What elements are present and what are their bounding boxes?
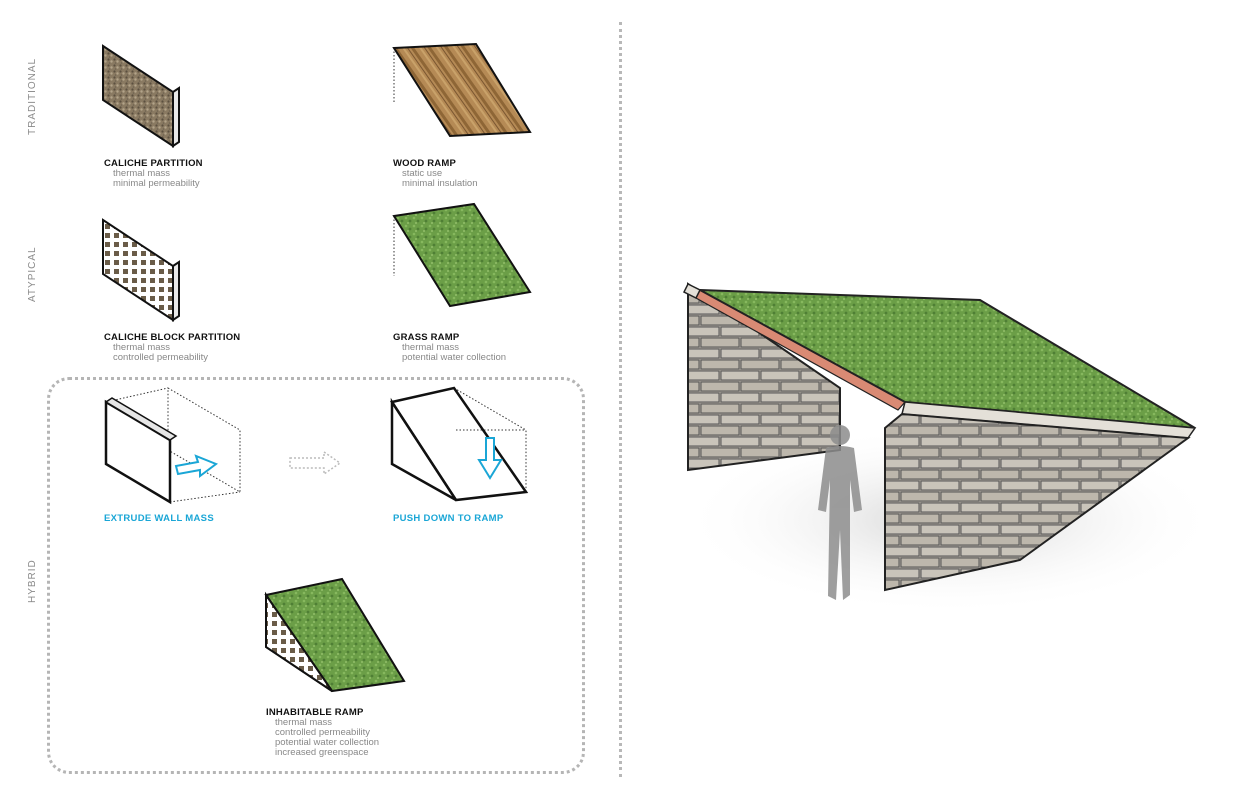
inhabitable-ramp-illustration <box>264 577 406 693</box>
process-arrow-icon <box>289 450 342 476</box>
inhabitable-ramp-note-3: potential water collection <box>275 737 380 748</box>
inhabitable-ramp-note-4: increased greenspace <box>275 747 369 758</box>
row-label-hybrid: HYBRID <box>27 559 38 603</box>
wood-ramp-note-2: minimal insulation <box>402 178 478 189</box>
inhabitable-ramp-note-2: controlled permeability <box>275 727 371 738</box>
caliche-block-partition-note-2: controlled permeability <box>113 352 209 363</box>
row-label-traditional: TRADITIONAL <box>27 57 38 135</box>
caliche-block-partition-caption: CALICHE BLOCK PARTITION thermal mass con… <box>104 332 240 363</box>
inhabitable-ramp-perspective-rendering <box>680 282 1220 615</box>
caliche-partition-illustration <box>102 44 180 148</box>
inhabitable-ramp-caption: INHABITABLE RAMP thermal mass controlled… <box>266 707 379 758</box>
wood-ramp-note-1: static use <box>402 168 443 179</box>
person-silhouette <box>818 425 862 600</box>
caliche-block-partition-title: CALICHE BLOCK PARTITION <box>104 332 241 343</box>
grass-ramp-title: GRASS RAMP <box>393 332 460 343</box>
caliche-partition-note-1: thermal mass <box>113 168 171 179</box>
caliche-partition-title: CALICHE PARTITION <box>104 158 203 169</box>
wood-ramp-title: WOOD RAMP <box>393 158 457 169</box>
row-label-atypical: ATYPICAL <box>27 246 38 302</box>
hybrid-group-frame <box>47 377 585 774</box>
extrude-wall-mass-label: EXTRUDE WALL MASS <box>104 513 214 524</box>
extrude-wall-mass-illustration <box>104 387 241 505</box>
caliche-partition-caption: CALICHE PARTITION thermal mass minimal p… <box>104 158 203 189</box>
inhabitable-ramp-title: INHABITABLE RAMP <box>266 707 364 718</box>
grass-ramp-note-2: potential water collection <box>402 352 507 363</box>
wood-ramp-illustration <box>392 42 532 138</box>
caliche-block-partition-illustration <box>102 218 180 322</box>
caliche-block-partition-note-1: thermal mass <box>113 342 171 353</box>
wood-ramp-caption: WOOD RAMP static use minimal insulation <box>393 158 478 189</box>
section-divider <box>619 22 622 777</box>
caliche-partition-note-2: minimal permeability <box>113 178 200 189</box>
push-down-to-ramp-label: PUSH DOWN TO RAMP <box>393 513 504 524</box>
front-block-wall <box>884 412 1191 592</box>
inhabitable-ramp-note-1: thermal mass <box>275 717 333 728</box>
grass-ramp-illustration <box>392 202 532 308</box>
grass-ramp-caption: GRASS RAMP thermal mass potential water … <box>393 332 506 363</box>
push-down-to-ramp-illustration <box>389 386 529 502</box>
grass-ramp-note-1: thermal mass <box>402 342 460 353</box>
